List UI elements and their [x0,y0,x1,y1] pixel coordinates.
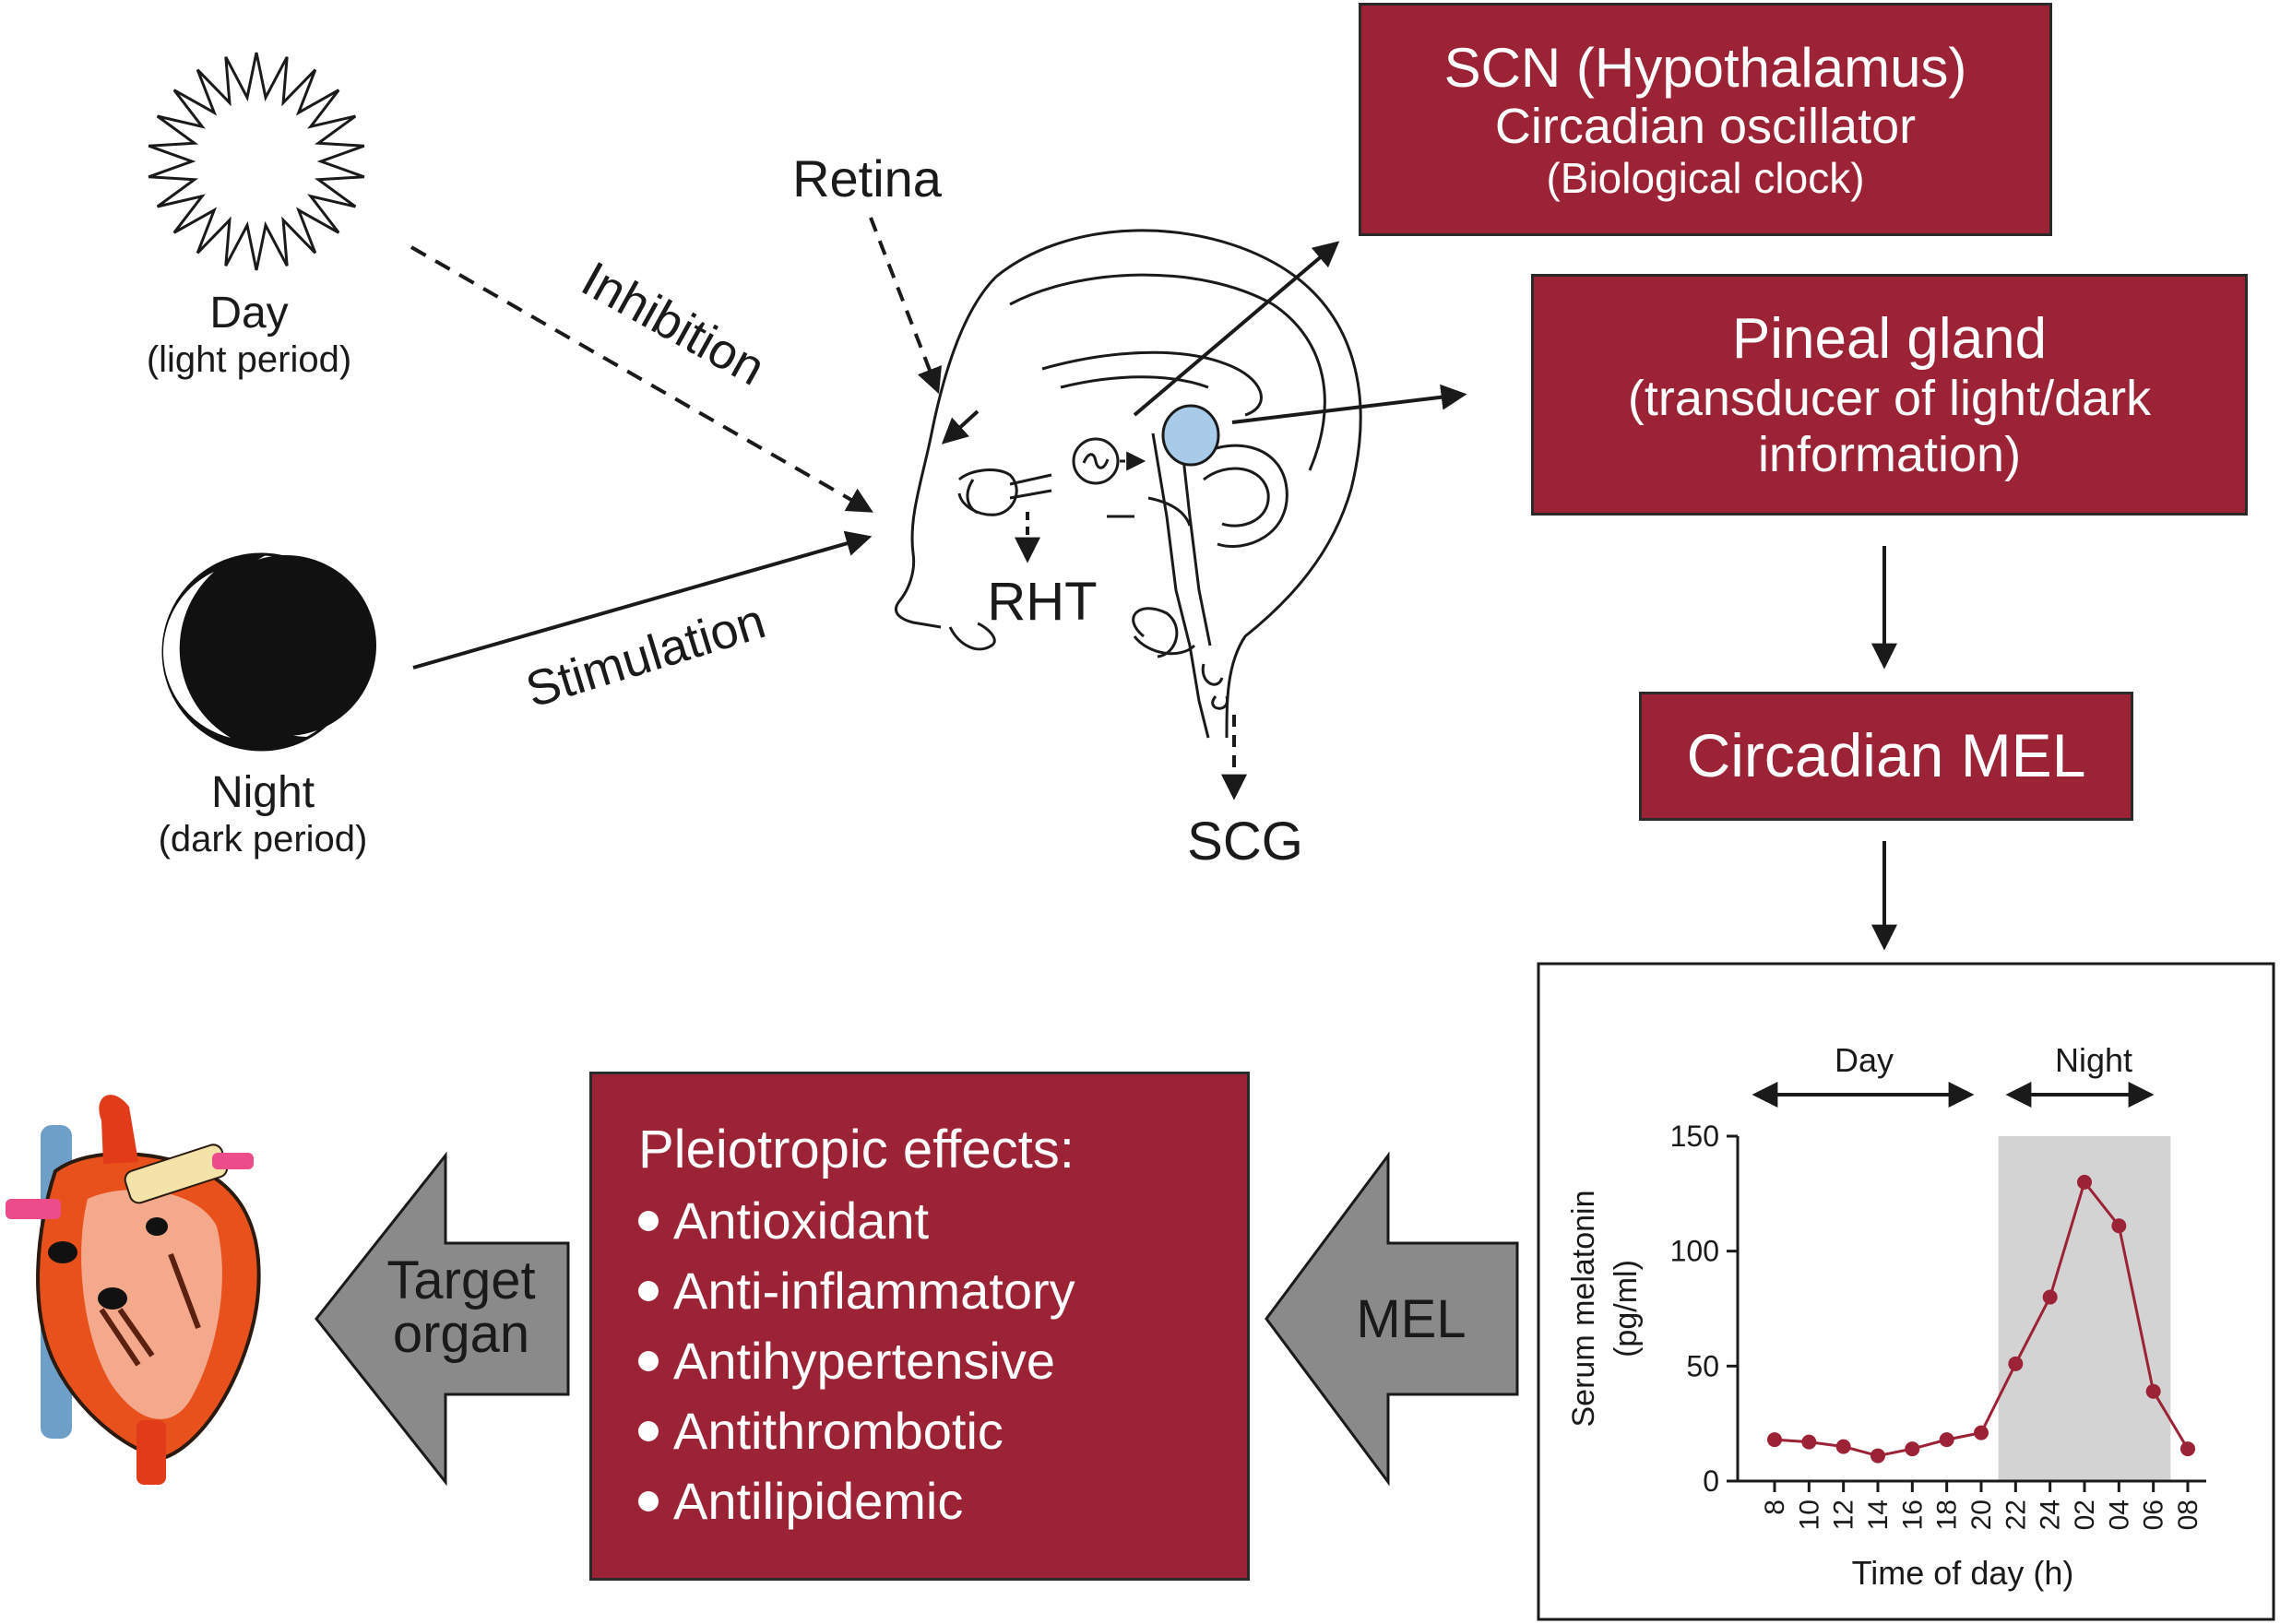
x-tick-label: 22 [2001,1500,2031,1530]
x-tick-label: 12 [1829,1500,1859,1530]
effect-item: Antioxidant [638,1186,1075,1256]
mel-block-arrow [1265,1151,1519,1487]
sun-icon [148,52,365,271]
bullet-icon [638,1490,659,1511]
retina-label: Retina [792,149,942,207]
effect-item: Antihypertensive [638,1326,1075,1396]
y-tick-label: 0 [1703,1464,1719,1498]
pineal-box: Pineal gland (transducer of light/dark i… [1531,274,2248,516]
data-point [1835,1439,1851,1454]
pineal-line3: information) [1757,426,2022,482]
data-point [2180,1441,2195,1457]
night-shading [1998,1136,2171,1481]
effect-item: Anti-inflammatory [638,1256,1075,1326]
inhibition-arrow [410,245,873,513]
x-tick-label: 04 [2104,1500,2134,1530]
night-subtitle: (dark period) [158,819,368,860]
data-point [2077,1174,2092,1190]
day-subtitle: (light period) [146,339,352,381]
effects-list: Antioxidant Anti-inflammatory Antihypert… [638,1186,1075,1536]
y-axis-label-unit: (pg/ml) [1609,1260,1644,1357]
moon-icon [161,545,405,752]
target-organ-block-arrow [315,1151,570,1487]
data-point [2111,1218,2127,1234]
y-tick-label: 50 [1686,1349,1719,1382]
night-range-label: Night [2055,1041,2132,1079]
y-tick-label: 150 [1670,1120,1719,1153]
x-tick-label: 08 [2173,1500,2203,1530]
data-point [2145,1383,2161,1399]
target-line1: Target [386,1251,536,1310]
x-axis-label: Time of day (h) [1852,1554,2074,1592]
heart-icon [6,1095,261,1485]
scn-line2: Circadian oscillator [1494,99,1917,155]
x-tick-label: 18 [1932,1500,1963,1530]
scn-line3: (Biological clock) [1546,153,1865,202]
data-point [1801,1434,1817,1450]
data-point [1767,1432,1782,1448]
bullet-icon [638,1280,659,1301]
oscillator-icon [1072,437,1120,485]
head-sagittal-icon [894,229,1362,739]
y-tick-label: 100 [1670,1235,1719,1268]
x-tick-label: 02 [2070,1500,2100,1530]
data-point [1939,1432,1954,1448]
scg-label: SCG [1187,812,1303,871]
to-scn-arrow [1133,241,1340,417]
data-point [2008,1356,2024,1371]
pineal-line2: (transducer of light/dark [1627,371,2152,427]
rht-label: RHT [987,572,1098,632]
data-point [2042,1289,2058,1305]
retina-arrow [869,217,942,395]
target-organ-label: Target organ [360,1254,563,1361]
pleiotropic-effects-box: Pleiotropic effects: Antioxidant Anti-in… [589,1072,1250,1581]
bullet-icon [638,1420,659,1441]
x-tick-label: 24 [2036,1500,2066,1530]
circadian-mel-label: Circadian MEL [1686,721,2086,790]
x-tick-label: 14 [1863,1500,1894,1530]
night-title: Night [210,768,315,817]
pineal-title: Pineal gland [1731,306,2048,371]
x-tick-label: 16 [1897,1500,1928,1530]
effect-item: Antithrombotic [638,1396,1075,1466]
data-point [1905,1441,1920,1457]
x-tick-label: 20 [1966,1500,1997,1530]
x-tick-label: 06 [2139,1500,2169,1530]
y-axis-label: Serum melatonin [1566,1190,1601,1427]
scn-box: SCN (Hypothalamus) Circadian oscillator … [1359,3,2052,236]
day-range-label: Day [1835,1041,1894,1079]
mel-arrow-label: MEL [1356,1289,1467,1349]
scn-title: SCN (Hypothalamus) [1443,36,1967,99]
bullet-icon [638,1350,659,1371]
target-line2: organ [392,1304,530,1364]
day-label: Day (light period) [83,288,415,381]
x-tick-label: 8 [1760,1500,1790,1515]
circadian-mel-box: Circadian MEL [1639,692,2133,821]
effects-header: Pleiotropic effects: [638,1120,1075,1179]
bullet-icon [638,1210,659,1231]
night-label: Night (dark period) [92,767,433,860]
day-title: Day [209,289,289,338]
stimulation-arrow [412,530,873,670]
data-point [1870,1448,1885,1464]
data-point [1974,1425,1989,1440]
to-pineal-arrow [1231,384,1467,424]
pineal-gland-icon [1161,404,1220,467]
x-tick-label: 10 [1794,1500,1824,1530]
effect-item: Antilipidemic [638,1466,1075,1536]
